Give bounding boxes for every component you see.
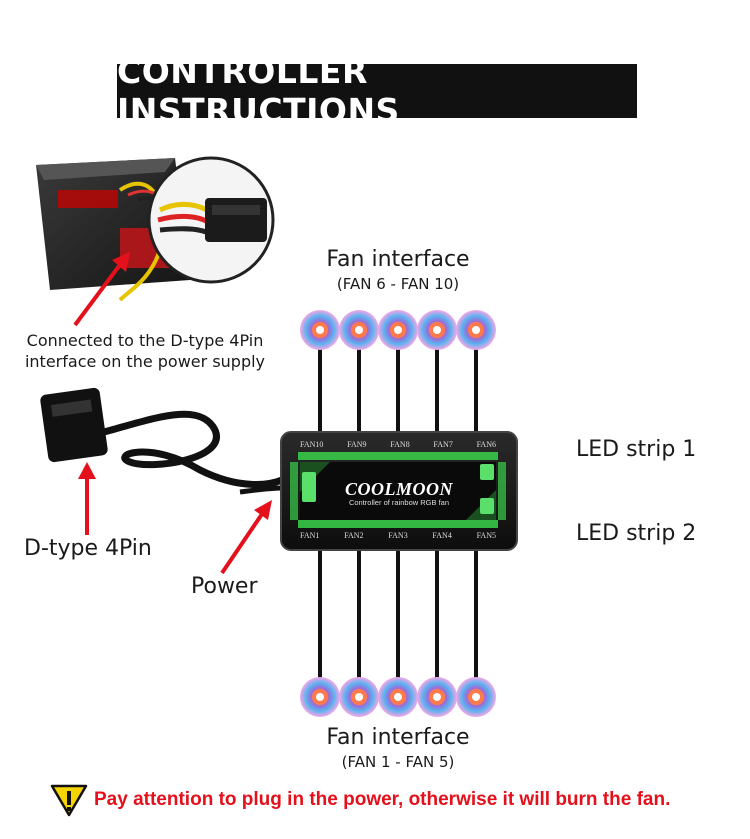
controller-top-ports: FAN10 FAN9 FAN8 FAN7 FAN6 xyxy=(300,440,496,449)
fan-interface-bottom: Fan interface (FAN 1 - FAN 5) xyxy=(300,725,496,771)
psu-label-line2: interface on the power supply xyxy=(24,352,266,371)
port-label: FAN2 xyxy=(344,531,364,540)
warning-text: Pay attention to plug in the power, othe… xyxy=(94,789,671,810)
fan-interface-bottom-title: Fan interface xyxy=(326,725,470,750)
controller-brand: COOLMOON xyxy=(344,479,453,499)
port-label: FAN4 xyxy=(432,531,452,540)
port-label: FAN5 xyxy=(476,531,496,540)
psu-connection-label: Connected to the D-type 4Pin interface o… xyxy=(10,330,280,372)
fans-top xyxy=(300,310,496,350)
fan-icon xyxy=(456,310,496,350)
fan-icon xyxy=(300,677,340,717)
fan-icon xyxy=(339,310,379,350)
port-label: FAN8 xyxy=(390,440,410,449)
fan-interface-top-range: (FAN 6 - FAN 10) xyxy=(336,275,460,293)
power-label: Power xyxy=(191,574,258,599)
led-strip-2-label: LED strip 2 xyxy=(576,521,697,546)
power-supply-image xyxy=(36,158,190,302)
fan-icon xyxy=(300,310,340,350)
fan-icon xyxy=(456,677,496,717)
dtype-4pin-connector xyxy=(40,387,284,495)
port-label: FAN1 xyxy=(300,531,320,540)
controller-board xyxy=(280,431,518,551)
warning-triangle-icon xyxy=(50,783,88,817)
port-label: FAN9 xyxy=(347,440,367,449)
controller-bottom-ports: FAN1 FAN2 FAN3 FAN4 FAN5 xyxy=(300,531,496,540)
warning-banner: Pay attention to plug in the power, othe… xyxy=(50,780,740,820)
led-strip-1-label: LED strip 1 xyxy=(576,437,697,462)
port-label: FAN10 xyxy=(300,440,324,449)
dtype-4pin-label: D-type 4Pin xyxy=(24,536,152,561)
port-label: FAN7 xyxy=(433,440,453,449)
psu-label-line1: Connected to the D-type 4Pin xyxy=(26,331,264,350)
fan-cables xyxy=(318,345,478,683)
port-label: FAN6 xyxy=(476,440,496,449)
fan-icon xyxy=(339,677,379,717)
fan-icon xyxy=(378,677,418,717)
controller-subtitle: Controller of rainbow RGB fan xyxy=(348,498,450,507)
led-strips xyxy=(518,471,708,515)
arrows xyxy=(73,252,272,575)
fan-icon xyxy=(378,310,418,350)
fan-icon xyxy=(417,677,457,717)
fan-interface-bottom-range: (FAN 1 - FAN 5) xyxy=(341,753,455,771)
fan-icon xyxy=(417,310,457,350)
fan-interface-top-title: Fan interface xyxy=(326,247,470,272)
fans-bottom xyxy=(300,677,496,717)
fan-interface-top: Fan interface (FAN 6 - FAN 10) xyxy=(300,247,496,293)
port-label: FAN3 xyxy=(388,531,408,540)
psu-connector-zoom xyxy=(147,156,275,284)
